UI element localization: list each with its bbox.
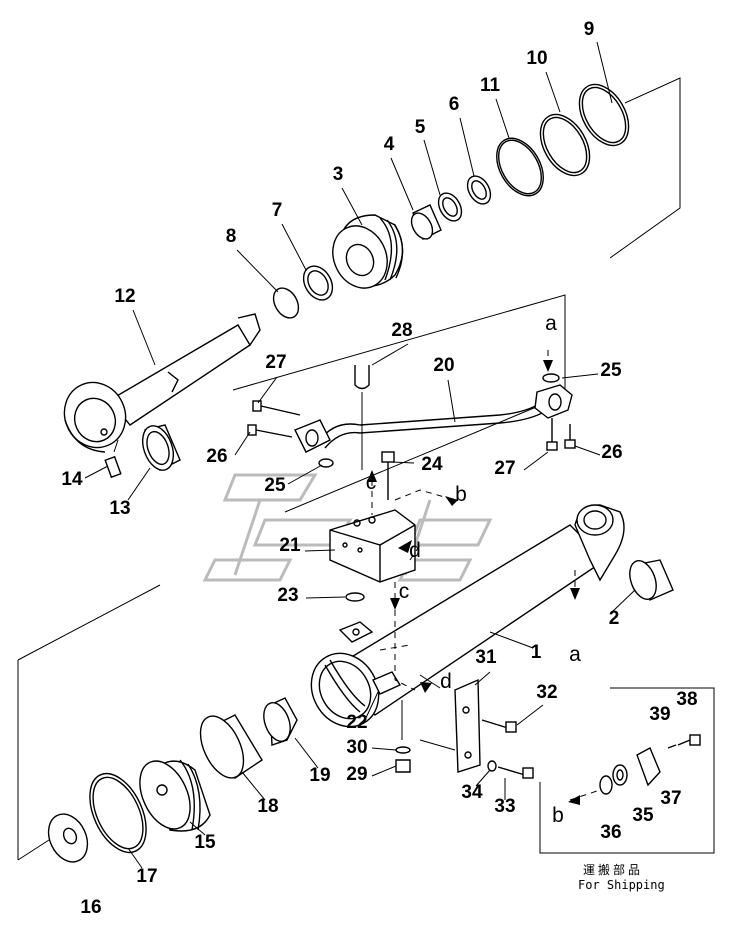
part-label-p8: 8 [226,226,237,247]
part-label-p11: 11 [480,75,501,96]
o-ring-25b [318,458,334,468]
part-label-p6: 6 [449,94,460,115]
reference-letter-rc1: c [366,471,377,494]
shipping-label-en: For Shipping [578,878,665,892]
bolt-27b [546,418,558,451]
ring-17 [89,772,147,854]
part-label-p3: 3 [333,164,344,185]
bolt-24 [381,451,395,500]
part-label-p35: 35 [632,805,654,826]
watermark-logo [202,473,493,582]
part-label-p12: 12 [114,286,135,307]
part-label-p30: 30 [346,737,367,758]
part-label-p26b: 26 [601,442,622,463]
arrowheads [367,360,580,805]
bolt-33 [497,766,534,779]
part-label-p25a: 25 [600,360,622,381]
part-label-p29: 29 [346,764,367,785]
shipping-parts [599,734,701,795]
seal-23 [345,592,365,602]
washer-34 [487,760,497,772]
reference-letter-rd2: d [440,670,452,693]
ring-11 [496,137,544,197]
o-ring-25 [542,373,560,383]
ring-18 [199,714,263,779]
ring-9 [578,83,630,147]
part-label-p39: 39 [649,704,670,725]
reference-letter-rb1: b [455,483,467,506]
bolt-26a [247,424,293,438]
part-label-p14: 14 [61,469,83,490]
part-label-p26a: 26 [206,446,227,467]
cylinder-tube-1 [310,504,625,728]
reference-letter-ra1: a [545,312,557,335]
part-label-p15: 15 [194,832,216,853]
part-label-p18: 18 [257,796,278,817]
part-labels: 1234567891011121314151617181920212223242… [61,19,697,918]
u-bolt-28 [354,365,370,470]
washer-16 [47,813,89,863]
valve-block-21 [329,509,416,583]
assembly-lines [371,350,601,801]
part-label-p31: 31 [475,647,497,668]
grease-fitting-14 [104,439,122,479]
shipping-box [539,687,715,854]
part-label-p7: 7 [272,200,283,221]
reference-letter-ra2: a [569,643,581,666]
piston-3 [332,214,404,289]
ring-6 [466,175,492,205]
reference-letter-rc2: c [399,580,410,603]
part-label-p19: 19 [309,765,330,786]
part-label-p37: 37 [660,788,681,809]
part-label-p25b: 25 [264,475,286,496]
bracket-31 [419,678,481,773]
part-label-p23: 23 [277,585,298,606]
frame-lines-top [17,77,681,861]
part-label-p34: 34 [461,782,483,803]
part-label-p10: 10 [526,48,547,69]
ring-8 [272,287,300,319]
part-label-p27b: 27 [494,458,515,479]
part-label-p2: 2 [609,608,620,629]
reference-letter-rd1: d [409,539,421,562]
part-label-p9: 9 [584,19,595,40]
part-label-p27a: 27 [265,352,286,373]
shipping-label-jp: 運搬部品 [583,862,643,877]
nut-29 [395,759,411,773]
ring-5 [437,192,463,222]
part-label-p13: 13 [109,498,130,519]
bushing-2 [629,559,674,601]
ring-10 [539,113,591,177]
piston-rod-12 [63,313,261,453]
bolt-27a [252,400,301,416]
part-label-p4: 4 [384,134,395,155]
ring-7 [302,265,334,301]
part-label-p17: 17 [136,866,157,887]
bolt-26b [564,424,576,449]
part-label-p22: 22 [346,712,367,733]
piston-15 [139,759,211,832]
reference-letter-rb2: b [552,804,564,827]
part-label-p24: 24 [421,454,443,475]
part-label-p21: 21 [279,535,301,556]
bushing-13 [141,424,181,471]
part-label-p28: 28 [391,320,412,341]
part-label-p32: 32 [536,682,557,703]
part-label-p38: 38 [676,689,697,710]
leader-lines [84,41,636,869]
bushing-4 [410,204,442,240]
part-label-p5: 5 [415,117,426,138]
part-label-p33: 33 [494,796,515,817]
nut-19 [263,697,298,746]
part-label-p20: 20 [433,355,454,376]
tube-20 [294,384,573,453]
part-label-p16: 16 [80,897,101,918]
bolt-32 [481,719,517,733]
part-label-p1: 1 [531,642,542,663]
washer-30 [395,746,411,754]
part-label-p36: 36 [600,822,621,843]
